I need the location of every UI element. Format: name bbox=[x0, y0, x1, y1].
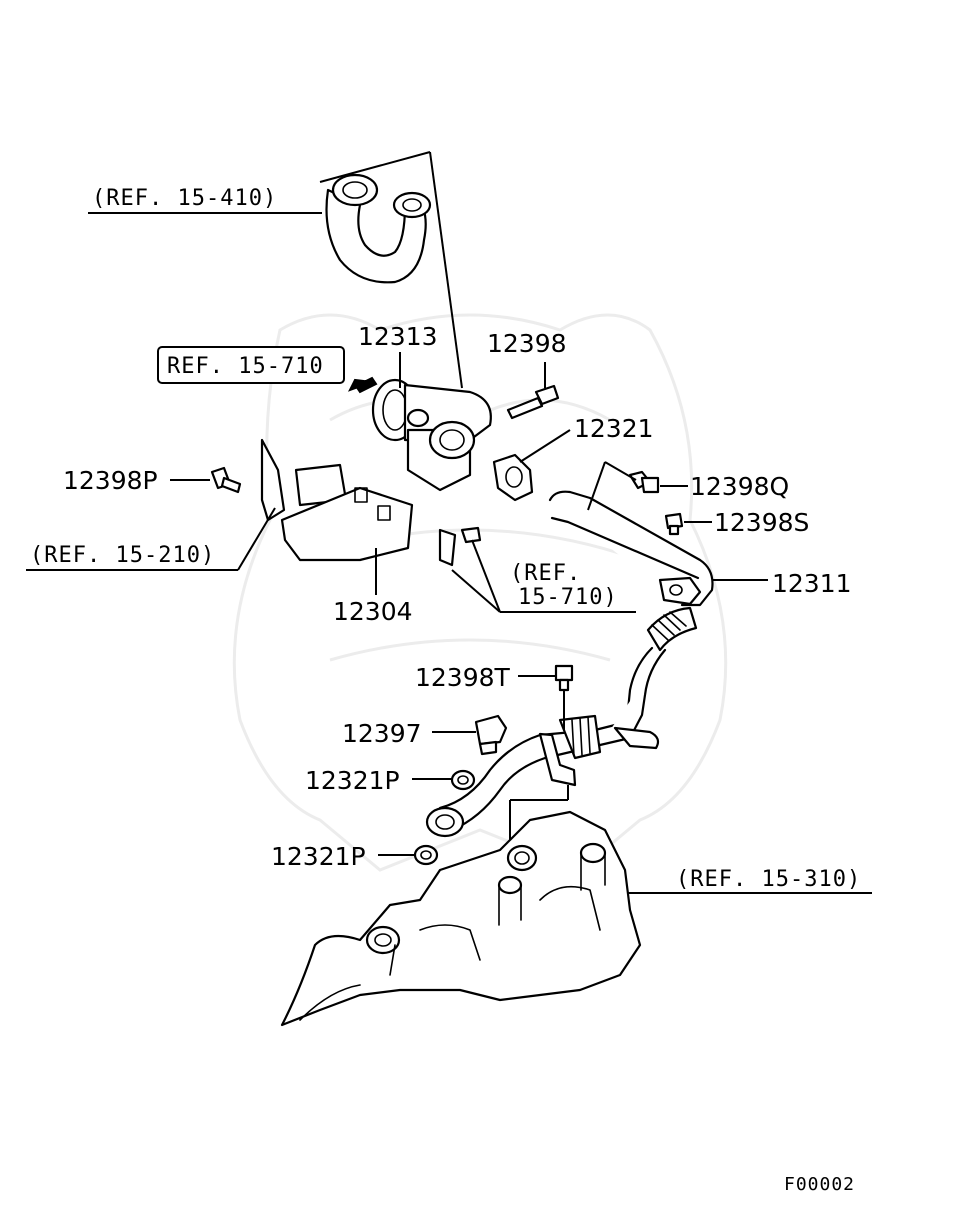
label-12398S[interactable]: 12398S bbox=[714, 508, 809, 537]
label-12398[interactable]: 12398 bbox=[487, 329, 567, 358]
label-12398T[interactable]: 12398T bbox=[415, 663, 511, 692]
leader-12321 bbox=[519, 429, 571, 463]
ref-15-710-box bbox=[157, 346, 345, 384]
label-12398Q[interactable]: 12398Q bbox=[690, 472, 789, 501]
label-12321P-upper[interactable]: 12321P bbox=[305, 766, 400, 795]
bracket-12304[interactable] bbox=[260, 438, 482, 567]
gasket-12321[interactable] bbox=[492, 453, 534, 502]
air-pipe-12311[interactable] bbox=[548, 490, 714, 747]
washer-12321P-lower[interactable] bbox=[413, 844, 439, 866]
ref-15-710-boxed[interactable]: REF. 15-710 bbox=[167, 354, 324, 379]
exhaust-manifold[interactable] bbox=[280, 810, 642, 1027]
leader-ref-15-210-b bbox=[237, 507, 276, 571]
bolt-12398[interactable] bbox=[506, 384, 560, 420]
ref-15-710-line2[interactable]: 15-710) bbox=[518, 585, 618, 610]
label-12321[interactable]: 12321 bbox=[574, 414, 654, 443]
bolt-12398P[interactable] bbox=[210, 466, 242, 494]
label-12313[interactable]: 12313 bbox=[358, 322, 438, 351]
label-12398P[interactable]: 12398P bbox=[63, 466, 158, 495]
air-hose[interactable] bbox=[325, 173, 432, 284]
label-12321P-lower[interactable]: 12321P bbox=[271, 842, 366, 871]
air-valve-assembly[interactable] bbox=[371, 378, 492, 492]
bolt-12398Q[interactable] bbox=[628, 470, 660, 494]
arrow-icon bbox=[347, 376, 378, 394]
leader-ref-15-710-a bbox=[451, 569, 501, 613]
leader-hose-left bbox=[319, 151, 431, 183]
leader-hose-right bbox=[429, 151, 463, 389]
washer-12321P-upper[interactable] bbox=[450, 769, 476, 791]
plug-12397[interactable] bbox=[474, 714, 508, 756]
label-12397[interactable]: 12397 bbox=[342, 719, 422, 748]
label-12311[interactable]: 12311 bbox=[772, 569, 852, 598]
leader-12311-b bbox=[604, 461, 637, 481]
bolt-12398S[interactable] bbox=[664, 512, 684, 536]
label-12304[interactable]: 12304 bbox=[333, 597, 413, 626]
ref-15-310[interactable]: (REF. 15-310) bbox=[676, 867, 861, 892]
figure-code: F00002 bbox=[784, 1174, 855, 1195]
leader-ref-15-710-b bbox=[471, 539, 501, 613]
ref-15-710-line1[interactable]: (REF. bbox=[510, 561, 581, 586]
leader-12311-a bbox=[587, 461, 606, 511]
ref-15-210[interactable]: (REF. 15-210) bbox=[30, 543, 215, 568]
lower-air-pipe[interactable] bbox=[425, 714, 660, 838]
ref-15-410[interactable]: (REF. 15-410) bbox=[92, 186, 277, 211]
bolt-12398T[interactable] bbox=[554, 664, 574, 692]
